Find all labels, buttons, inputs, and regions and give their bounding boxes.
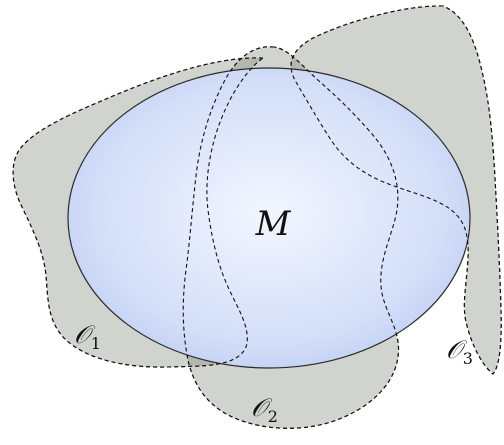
open-set-o3-subscript: 3 xyxy=(463,349,473,368)
manifold-label: M xyxy=(255,204,292,244)
open-set-o1-subscript: 1 xyxy=(91,334,101,353)
open-set-o2-subscript: 2 xyxy=(268,407,278,426)
open-set-o2-boundary xyxy=(182,46,400,429)
open-set-o3-label: 𝒪3 xyxy=(446,335,473,368)
manifold-ellipse xyxy=(67,67,471,369)
open-set-o1-boundary xyxy=(12,57,265,368)
open-set-o3-boundary xyxy=(290,5,502,375)
